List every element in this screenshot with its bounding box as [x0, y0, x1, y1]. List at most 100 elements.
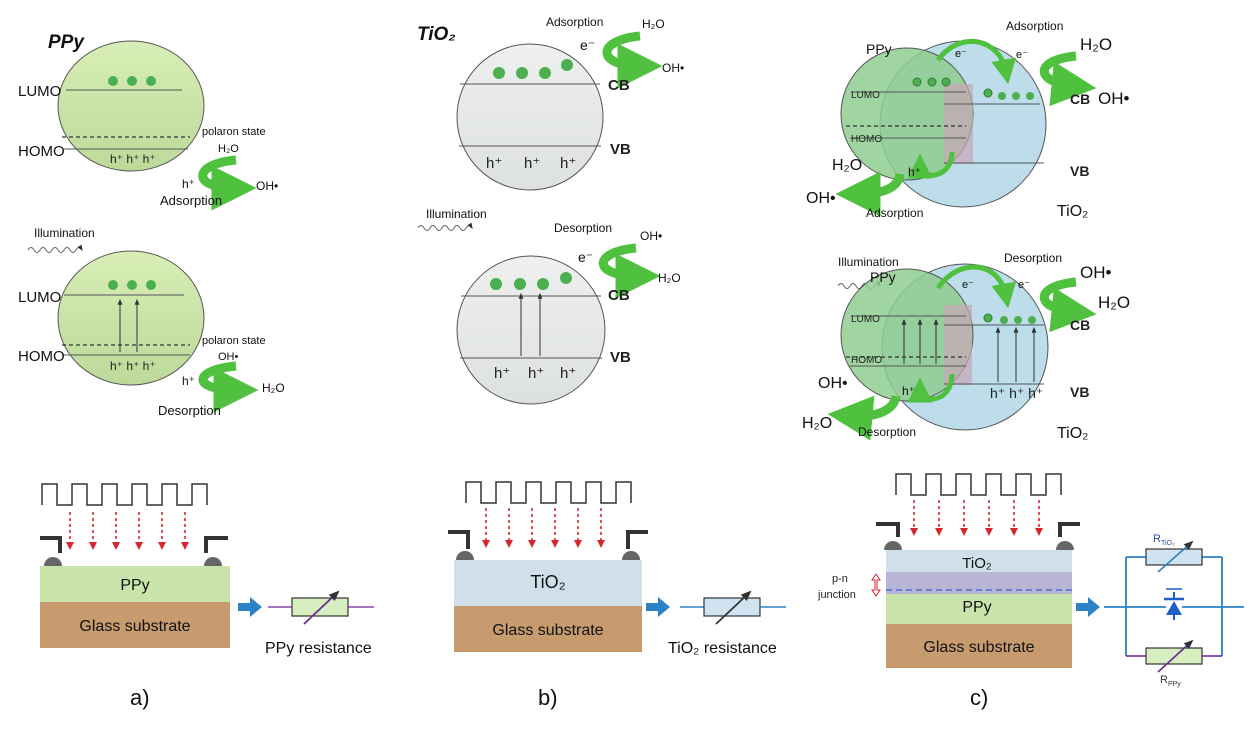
vb-label-c-light: VB — [1070, 384, 1089, 400]
h2o-label-c: H₂O — [1080, 35, 1112, 54]
hole-label-c: h⁺ — [908, 165, 921, 179]
r-ppy-label: RPPy — [1160, 674, 1181, 688]
electron-dot — [127, 280, 137, 290]
ppy-label-c: PPy — [866, 41, 892, 57]
electron-dot — [516, 67, 528, 79]
adsorption-left-label-c: Adsorption — [866, 206, 923, 220]
oh-label-light: OH• — [218, 351, 239, 363]
square-wave — [895, 473, 1062, 496]
electron-dot — [561, 59, 573, 71]
tio2-layer — [886, 550, 1072, 572]
h2o-label-light: H₂O — [262, 381, 285, 395]
junction-label-1: p-n — [832, 573, 848, 585]
h2o-label: H₂O — [218, 143, 239, 155]
hole-label-b3: h⁺ — [560, 155, 576, 172]
hole-label-b6: h⁺ — [560, 365, 576, 382]
pn-junction-layer — [886, 572, 1072, 594]
tio2-resistor-icon — [1145, 540, 1203, 573]
electron-dot — [537, 278, 549, 290]
oh-left-label-c-light: OH• — [818, 375, 848, 392]
glass-substrate-label-c: Glass substrate — [923, 639, 1034, 656]
ppy-resistance-label: PPy resistance — [265, 640, 372, 657]
tio2-resistor-icon — [680, 590, 786, 625]
r-tio2-main: R — [1153, 533, 1161, 545]
panel-b-title: TiO₂ — [417, 24, 456, 45]
oh-label: OH• — [256, 179, 278, 193]
contact-right — [622, 551, 640, 560]
ppy-layer-label: PPy — [120, 577, 149, 594]
electron-dot — [560, 272, 572, 284]
h2o-label-b: H₂O — [642, 17, 665, 31]
oh-label-c: OH• — [1098, 89, 1130, 108]
electron-label-c: e⁻ — [1016, 49, 1028, 61]
square-wave — [465, 481, 632, 504]
panel-a-title: PPy — [48, 32, 85, 53]
heterojunction-device: TiO₂ PPy Glass substrate — [871, 473, 1080, 668]
heterojunction-dark — [840, 39, 1047, 208]
oh-label-c-light: OH• — [1080, 263, 1112, 282]
ppy-layer-label-c: PPy — [962, 599, 991, 616]
diode-icon — [1164, 588, 1184, 620]
glass-substrate — [886, 624, 1072, 668]
ppy-resistor-icon — [268, 590, 374, 625]
cb-label-c-light: CB — [1070, 317, 1090, 333]
adsorption-label-b: Adsorption — [546, 15, 603, 29]
tio2-layer — [454, 560, 642, 606]
heterojunction-light — [840, 263, 1049, 431]
homo-label-c-light: HOMO — [851, 355, 882, 366]
homo-label: HOMO — [18, 143, 65, 160]
oh-label-b: OH• — [662, 61, 684, 75]
panel-c: PPy e⁻ Adsorption e⁻ H₂O OH• LUMO HOMO C… — [802, 19, 1244, 710]
ppy-device: PPy Glass substrate — [40, 483, 230, 648]
adsorption-arrow-c — [1039, 51, 1097, 107]
hole-label-b4: h⁺ — [494, 365, 510, 382]
light-arrows — [482, 508, 605, 548]
electron-dot — [108, 76, 118, 86]
adsorption-label: Adsorption — [160, 193, 222, 208]
junction-bracket-icon — [871, 573, 881, 597]
illumination-label-b: Illumination — [426, 207, 487, 221]
tio2-sphere-light — [456, 255, 606, 405]
homo-label-light: HOMO — [18, 348, 65, 365]
r-tio2-subscript: TiO₂ — [1161, 540, 1175, 547]
desorption-left-label-c: Desorption — [858, 425, 916, 439]
glass-substrate — [454, 606, 642, 652]
ppy-sphere-light — [57, 250, 205, 386]
electron-dot — [108, 280, 118, 290]
lumo-label-c-light: LUMO — [851, 314, 880, 325]
r-tio2-label: RTiO₂ — [1153, 533, 1175, 547]
lumo-label-light: LUMO — [18, 289, 61, 306]
caption-a: a) — [130, 685, 150, 710]
glass-substrate — [40, 602, 230, 648]
panel-b: TiO₂ Adsorption H₂O e⁻ OH• CB VB h⁺ h⁺ h… — [417, 15, 786, 710]
desorption-label-b: Desorption — [554, 221, 612, 235]
electron-dot — [146, 76, 156, 86]
glass-substrate-label: Glass substrate — [79, 618, 190, 635]
hole-label-b2: h⁺ — [524, 155, 540, 172]
cb-label-c: CB — [1070, 91, 1090, 107]
illumination-label: Illumination — [34, 226, 95, 240]
adsorption-label-c: Adsorption — [1006, 19, 1063, 33]
vb-label-b: VB — [610, 141, 631, 158]
arrow-right-icon — [238, 597, 262, 617]
ppy-resistor-icon — [1145, 639, 1203, 673]
panel-a: PPy LUMO HOMO h⁺ h⁺ h⁺ polaron state H₂O… — [18, 32, 374, 710]
contact-right — [204, 557, 222, 566]
ppy-layer — [40, 566, 230, 602]
ppy-layer — [886, 594, 1072, 624]
equivalent-circuit — [1104, 556, 1244, 657]
homo-label-c: HOMO — [851, 134, 882, 145]
hole-label-light: h⁺ — [182, 374, 195, 388]
electron-label-b-light: e⁻ — [578, 249, 593, 265]
cb-label-b-light: CB — [608, 287, 630, 304]
desorption-left-arrow — [827, 394, 901, 441]
tio2-label-c-light: TiO₂ — [1057, 425, 1088, 442]
light-arrows — [66, 512, 189, 550]
adsorption-left-arrow — [835, 171, 905, 217]
hole-label-b1: h⁺ — [486, 155, 502, 172]
tio2-layer-label-c: TiO₂ — [962, 555, 992, 572]
e-transfer-label-light: e⁻ — [962, 279, 974, 291]
electron-label-c-light: e⁻ — [1018, 279, 1030, 291]
contact-left — [456, 551, 474, 560]
